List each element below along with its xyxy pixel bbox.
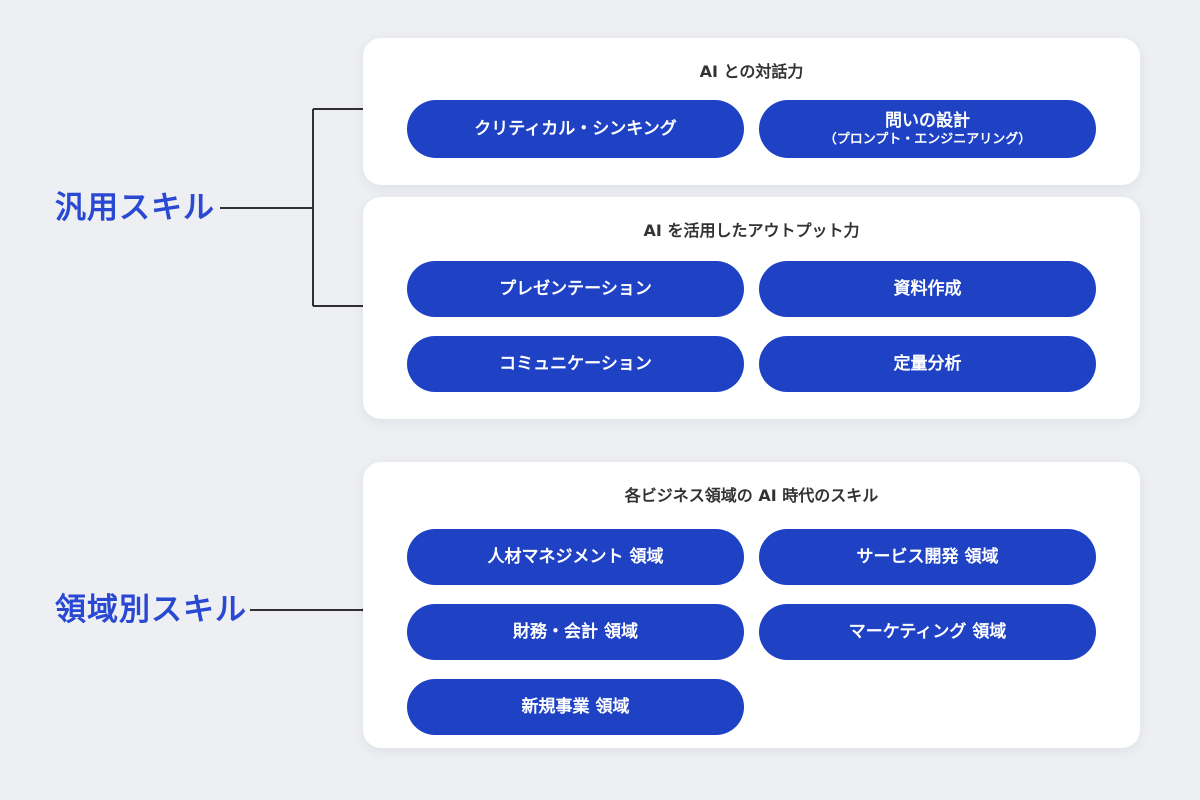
pill-label: 人材マネジメント 領域 [487, 547, 664, 567]
pill-label: クリティカル・シンキング [474, 119, 677, 139]
card-ai-output: AI を活用したアウトプット力 プレゼンテーション 資料作成 コミュニケーション… [363, 197, 1140, 419]
pill-marketing-domain: マーケティング 領域 [759, 604, 1096, 660]
pill-grid: プレゼンテーション 資料作成 コミュニケーション 定量分析 [363, 261, 1140, 392]
pill-critical-thinking: クリティカル・シンキング [407, 100, 744, 158]
pill-grid: 人材マネジメント 領域 サービス開発 領域 財務・会計 領域 マーケティング 領… [363, 529, 1140, 735]
pill-finance-accounting-domain: 財務・会計 領域 [407, 604, 744, 660]
pill-label: サービス開発 領域 [856, 547, 999, 567]
label-general-skills: 汎用スキル [55, 190, 215, 226]
pill-grid: クリティカル・シンキング 問いの設計 （プロンプト・エンジニアリング） [363, 100, 1140, 158]
pill-communication: コミュニケーション [407, 336, 744, 392]
label-domain-skills: 領域別スキル [55, 592, 247, 628]
pill-document-creation: 資料作成 [759, 261, 1096, 317]
pill-hr-management-domain: 人材マネジメント 領域 [407, 529, 744, 585]
pill-label: 定量分析 [893, 354, 962, 374]
pill-label: コミュニケーション [499, 354, 652, 374]
pill-label: プレゼンテーション [499, 279, 652, 299]
pill-label: マーケティング 領域 [848, 622, 1007, 642]
pill-label: 新規事業 領域 [521, 697, 630, 717]
pill-presentation: プレゼンテーション [407, 261, 744, 317]
pill-label: 問いの設計 [885, 110, 970, 131]
card-business-domains: 各ビジネス領域の AI 時代のスキル 人材マネジメント 領域 サービス開発 領域… [363, 462, 1140, 748]
pill-service-development-domain: サービス開発 領域 [759, 529, 1096, 585]
pill-question-design: 問いの設計 （プロンプト・エンジニアリング） [759, 100, 1096, 158]
card-title: 各ビジネス領域の AI 時代のスキル [624, 486, 879, 505]
general-skills-connector-line [220, 108, 367, 307]
card-title: AI との対話力 [699, 62, 804, 81]
card-title: AI を活用したアウトプット力 [643, 221, 860, 240]
card-ai-dialogue: AI との対話力 クリティカル・シンキング 問いの設計 （プロンプト・エンジニア… [363, 38, 1140, 185]
pill-quantitative-analysis: 定量分析 [759, 336, 1096, 392]
pill-label: 資料作成 [893, 279, 962, 299]
pill-label: 財務・会計 領域 [513, 622, 638, 642]
pill-new-business-domain: 新規事業 領域 [407, 679, 744, 735]
pill-sublabel: （プロンプト・エンジニアリング） [823, 131, 1032, 147]
